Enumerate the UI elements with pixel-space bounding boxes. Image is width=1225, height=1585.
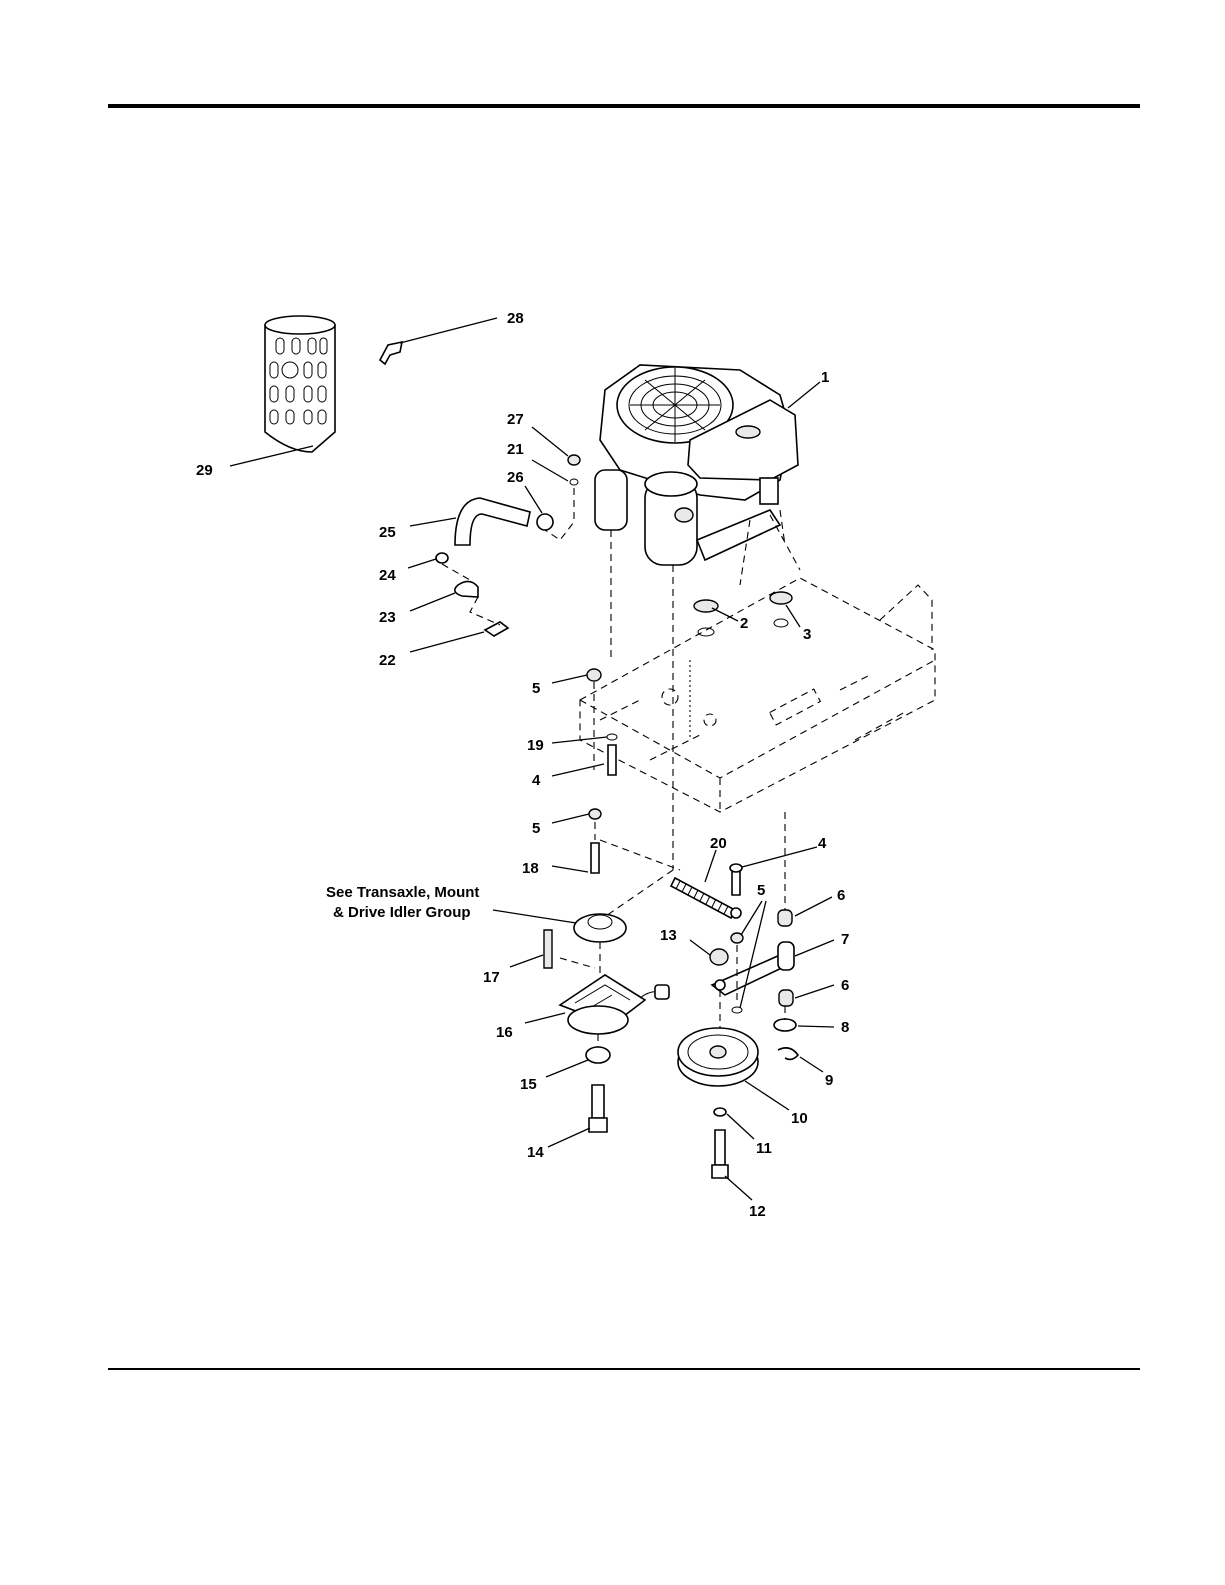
- spacer-15: [586, 1047, 610, 1063]
- callout-5c: 5: [757, 882, 765, 899]
- bolt-4b: [732, 870, 740, 895]
- callout-13: 13: [660, 927, 677, 944]
- bushing-6a: [778, 910, 792, 926]
- callout-5b: 5: [532, 820, 540, 837]
- clip-9: [778, 1048, 798, 1060]
- callout-21: 21: [507, 441, 524, 458]
- callout-11: 11: [756, 1140, 772, 1157]
- callout-26: 26: [507, 469, 524, 486]
- washer-21: [570, 479, 578, 485]
- note-line-2: & Drive Idler Group: [333, 904, 471, 921]
- callout-2: 2: [740, 615, 748, 632]
- callout-12: 12: [749, 1203, 766, 1220]
- bushing-6b: [779, 990, 793, 1006]
- drive-pulley: [574, 914, 626, 942]
- callout-6a: 6: [837, 887, 845, 904]
- callout-17: 17: [483, 969, 500, 986]
- callout-15: 15: [520, 1076, 537, 1093]
- washer-11: [714, 1108, 726, 1116]
- washer-8: [774, 1019, 796, 1031]
- hose: [455, 498, 553, 545]
- grommet-3: [770, 592, 792, 604]
- idler-pulley: [678, 1028, 758, 1086]
- callout-3: 3: [803, 626, 811, 643]
- nut-5a: [587, 669, 601, 681]
- bolt-22: [485, 622, 508, 636]
- bolt-14: [592, 1085, 604, 1118]
- callout-1: 1: [821, 369, 829, 386]
- electric-clutch: [560, 975, 669, 1034]
- note-line-1: See Transaxle, Mount: [326, 884, 479, 901]
- callout-23: 23: [379, 609, 396, 626]
- callout-22: 22: [379, 652, 396, 669]
- clamp-23: [455, 581, 478, 597]
- callout-5a: 5: [532, 680, 540, 697]
- nut-5b: [589, 809, 601, 819]
- callout-16: 16: [496, 1024, 513, 1041]
- callout-7: 7: [841, 931, 849, 948]
- callout-19: 19: [527, 737, 544, 754]
- callout-24: 24: [379, 567, 396, 584]
- callout-18: 18: [522, 860, 539, 877]
- callout-29: 29: [196, 462, 213, 479]
- callout-20: 20: [710, 835, 727, 852]
- callout-25: 25: [379, 524, 396, 541]
- washer-19: [607, 734, 617, 740]
- screen-guard: [265, 316, 335, 452]
- frame-plate: [580, 578, 935, 812]
- grommet-2: [694, 600, 718, 612]
- callout-10: 10: [791, 1110, 808, 1127]
- callout-6b: 6: [841, 977, 849, 994]
- nut-13: [710, 949, 728, 965]
- bolt-12: [715, 1130, 725, 1165]
- callout-4a: 4: [532, 772, 541, 789]
- callout-8: 8: [841, 1019, 849, 1036]
- engine: [595, 365, 798, 565]
- spring: [671, 878, 741, 918]
- callout-4b: 4: [818, 835, 827, 852]
- bracket: [380, 342, 402, 364]
- key-17: [544, 930, 552, 968]
- callout-28: 28: [507, 310, 524, 327]
- callout-9: 9: [825, 1072, 833, 1089]
- washer-24: [436, 553, 448, 563]
- callout-27: 27: [507, 411, 524, 428]
- bolt-4a: [608, 745, 616, 775]
- bolt-18: [591, 843, 599, 873]
- callout-14: 14: [527, 1144, 544, 1161]
- nut-27: [568, 455, 580, 465]
